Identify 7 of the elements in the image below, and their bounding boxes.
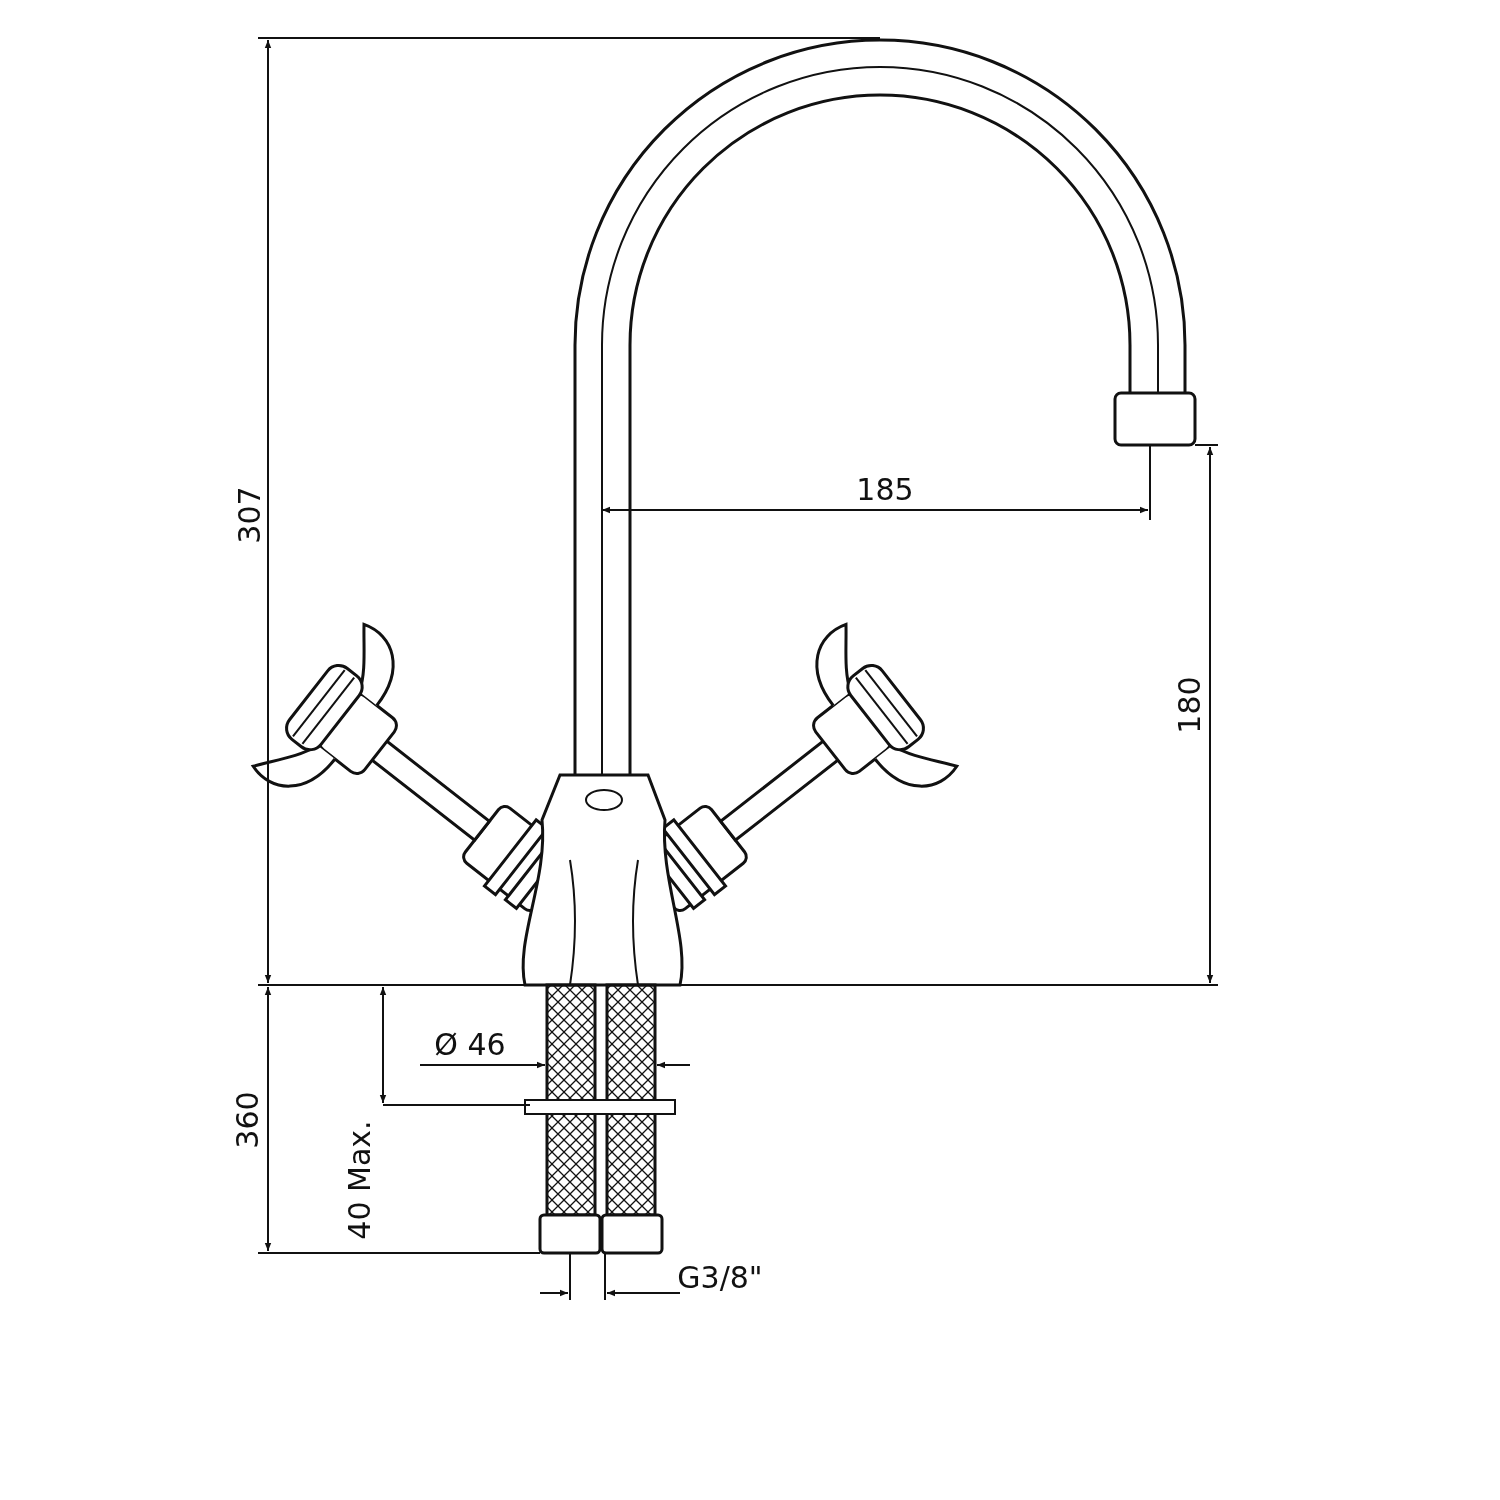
dimension-label: Ø 46: [434, 1030, 506, 1060]
dimension-label: 307: [235, 486, 265, 544]
dimension-label: G3/8": [677, 1263, 763, 1293]
dimension-label: 185: [856, 475, 914, 505]
dimension-label: 360: [233, 1091, 263, 1149]
dimension-label: 180: [1175, 676, 1205, 734]
dimension-label: 40 Max.: [345, 1120, 375, 1240]
